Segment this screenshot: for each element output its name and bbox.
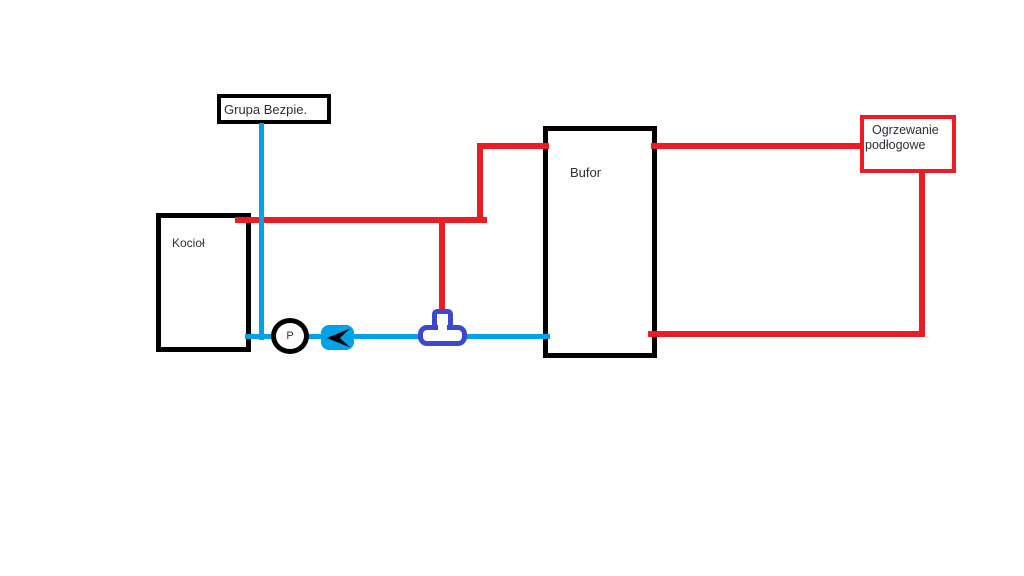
buffer-tank-label: Bufor — [570, 165, 602, 180]
tee-valve-joint — [438, 324, 447, 332]
floor-heating-label-line2: podłogowe — [865, 138, 926, 152]
boiler-box: Kocioł — [156, 213, 251, 352]
pipe-red-ogrzewanie-drop — [919, 170, 925, 337]
check-valve — [321, 325, 354, 350]
pipe-red-branch-to-tee — [439, 221, 445, 314]
pipe-cyan-kociol-to-bufor — [245, 334, 550, 339]
pipe-red-return-to-bufor — [648, 331, 925, 337]
safety-group-label: Grupa Bezpie. — [224, 101, 308, 117]
boiler-label: Kocioł — [172, 236, 205, 250]
floor-heating-label-line1: Ogrzewanie — [872, 123, 939, 137]
pipe-cyan-grupa-drop — [259, 123, 264, 340]
safety-group-box: Grupa Bezpie. — [217, 94, 331, 124]
check-valve-icon — [326, 328, 350, 347]
pipe-red-to-bufor-top — [477, 143, 549, 149]
pipe-red-kociol-to-junction — [235, 217, 487, 223]
buffer-tank-box: Bufor — [543, 126, 657, 358]
pump-symbol: P — [271, 318, 309, 354]
pipe-red-bufor-to-ogrzewanie — [651, 143, 862, 149]
pump-label: P — [286, 330, 294, 342]
pipe-red-junction-riser — [477, 143, 483, 223]
floor-heating-box: Ogrzewanie podłogowe — [860, 115, 956, 173]
